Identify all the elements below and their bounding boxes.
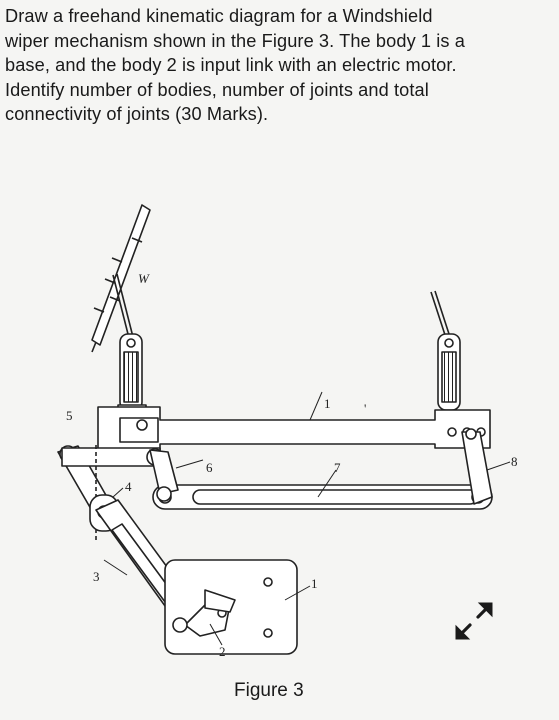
figure-caption: Figure 3 — [234, 680, 304, 701]
label-body2: 2 — [219, 644, 226, 659]
label-w: W — [138, 271, 150, 286]
input-crank-link-2 — [172, 589, 236, 637]
question-line: connectivity of joints (30 Marks). — [5, 104, 269, 124]
label-body1-base: 1 — [311, 576, 318, 591]
expand-button[interactable] — [452, 599, 496, 643]
label-body3: 3 — [93, 569, 100, 584]
question-line: wiper mechanism shown in the Figure 3. T… — [5, 30, 465, 51]
connecting-rod-link-7 — [152, 484, 493, 510]
expand-diagonal-arrows-icon — [455, 602, 493, 640]
label-body6: 6 — [206, 460, 213, 475]
label-mark: ' — [364, 401, 366, 416]
left-wiper-blade — [91, 204, 151, 353]
label-body4: 4 — [125, 479, 132, 494]
left-wiper-arm — [112, 273, 147, 419]
crank-link-6 — [149, 449, 179, 502]
rocker-link-8 — [461, 428, 493, 505]
label-body5: 5 — [66, 408, 73, 423]
label-body7: 7 — [334, 460, 341, 475]
question-text: Draw a freehand kinematic diagram for a … — [5, 4, 557, 127]
label-body8: 8 — [511, 454, 518, 469]
question-line: base, and the body 2 is input link with … — [5, 55, 457, 75]
label-body1-frame: 1 — [324, 396, 331, 411]
right-wiper-arm — [430, 290, 461, 411]
question-line: Draw a freehand kinematic diagram for a … — [5, 6, 433, 26]
question-line: Identify number of bodies, number of joi… — [5, 79, 429, 100]
